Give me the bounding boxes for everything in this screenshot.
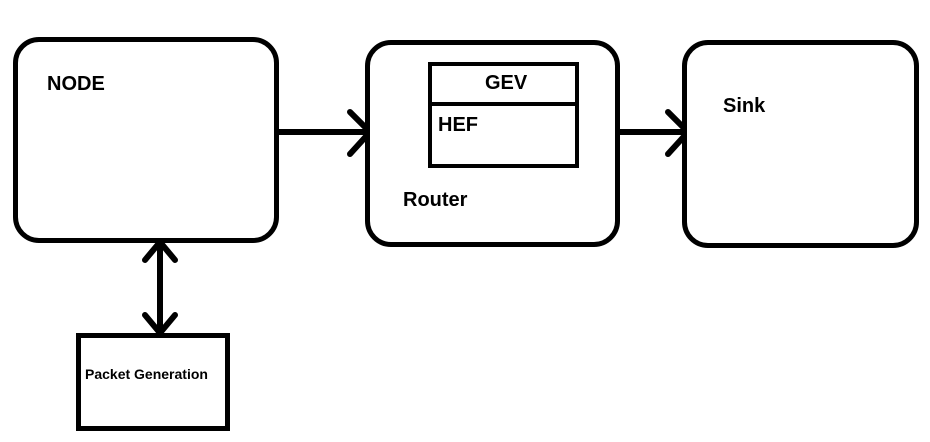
- packet-generation-label: Packet Generation: [85, 366, 208, 382]
- node-label: NODE: [47, 73, 105, 95]
- sink-label: Sink: [723, 95, 766, 117]
- packet-generation-box: Packet Generation: [76, 333, 230, 431]
- router-box: GEV HEF Router: [365, 40, 620, 247]
- sink-box: Sink: [682, 40, 919, 248]
- router-label: Router: [403, 189, 468, 211]
- gev-label: GEV: [485, 72, 528, 94]
- arrow-router-to-sink: [615, 109, 691, 157]
- arrow-node-to-router: [275, 109, 373, 157]
- router-table-bottom: HEF: [428, 102, 579, 168]
- arrow-node-packet-bidirectional: [142, 239, 178, 336]
- hef-label: HEF: [438, 114, 478, 136]
- router-table-top: GEV: [428, 62, 579, 106]
- node-box: NODE: [13, 37, 279, 243]
